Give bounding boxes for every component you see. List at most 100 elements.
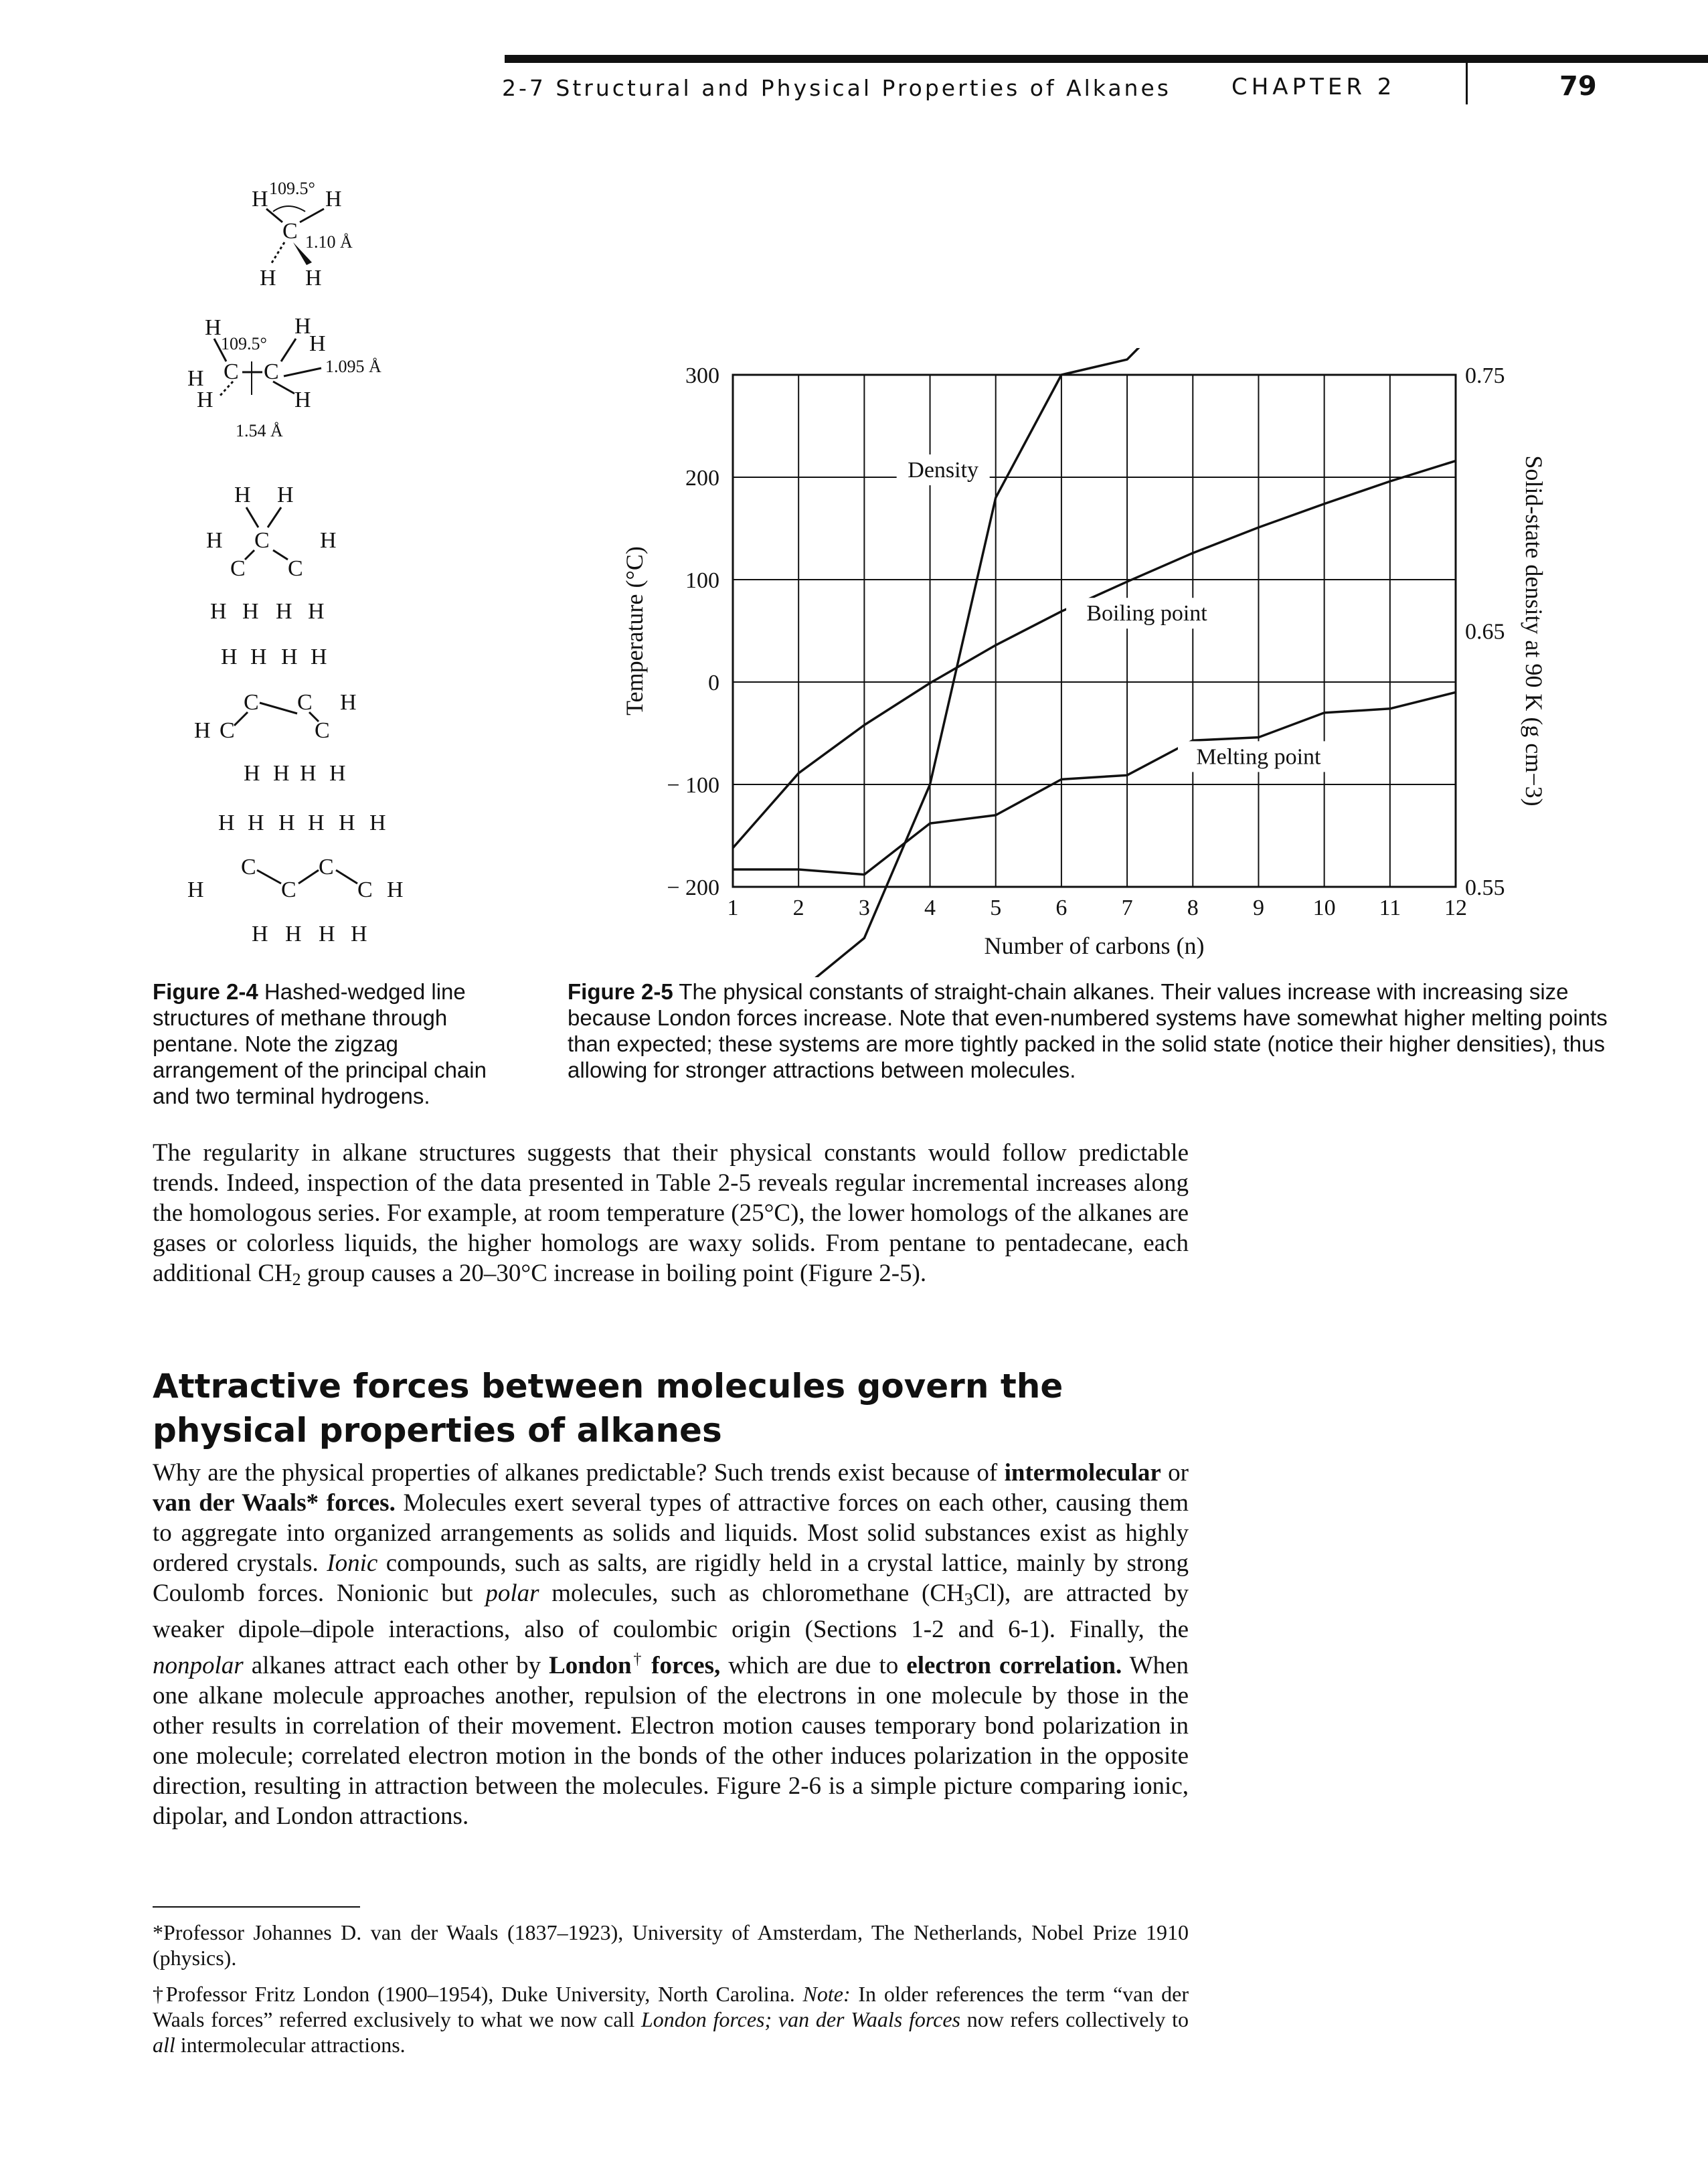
x-tick-label: 3 [859,896,870,920]
svg-text:H: H [329,761,346,786]
svg-text:H: H [187,366,204,391]
atom-label: H [260,266,276,290]
y-tick-label: − 200 [667,875,719,900]
svg-text:H: H [244,761,260,786]
series-label-background [1177,741,1339,772]
bold-term: electron correlation. [906,1652,1122,1679]
svg-text:H: H [250,645,267,669]
svg-text:C: C [297,690,313,715]
y2-tick-label: 0.65 [1465,620,1505,645]
bond-length-label: 1.10 Å [305,232,353,252]
svg-text:C: C [230,556,246,581]
y-tick-label: 200 [685,466,719,491]
svg-text:H: H [210,599,227,624]
y-tick-label: 0 [708,671,719,695]
bold-term: intermolecular [1004,1459,1161,1487]
text-run: group causes a 20–30°C increase in boili… [301,1260,927,1287]
running-header-chapter: CHAPTER 2 [1231,74,1396,100]
svg-text:C: C [244,690,259,715]
svg-text:H: H [218,811,235,835]
text-run: †Professor Fritz London (1900–1954), Duk… [153,1982,803,2006]
atom-label: H [305,266,322,290]
svg-text:H: H [206,528,223,553]
x-tick-label: 5 [990,896,1001,920]
svg-text:H: H [339,811,355,835]
text-run: In older references the term “van der Wa… [153,1982,1189,2031]
atom-label: H [325,187,342,212]
butane-structure: H H H H C C H H C C H H H H [194,645,357,786]
header-divider [1466,63,1468,104]
body-paragraph: Why are the physical properties of alkan… [153,1458,1189,1831]
y-tick-label: − 100 [667,773,719,798]
x-tick-label: 12 [1444,896,1467,920]
series-label: Density [908,458,978,483]
footnote-rule [153,1906,360,1908]
svg-text:H: H [187,877,204,902]
svg-text:C: C [288,556,303,581]
series-line-melting-point [733,691,1456,876]
figure-2-5-caption: Figure 2-5 The physical constants of str… [568,979,1612,1083]
svg-text:H: H [340,690,357,715]
x-tick-label: 2 [793,896,804,920]
svg-text:H: H [197,388,214,412]
svg-text:H: H [285,922,302,946]
svg-text:H: H [221,645,238,669]
svg-text:H: H [276,599,292,624]
section-heading: Attractive forces between molecules gove… [153,1367,1063,1450]
y2-tick-label: 0.75 [1465,363,1505,388]
figure-2-4-structures: H 109.5° H C 1.10 Å H H H 109.5° H H C C… [187,181,404,946]
series-line-boiling-point [732,459,1456,849]
figure-2-4-caption: Figure 2-4 Hashed-wedged line structures… [153,979,514,1109]
svg-text:H: H [205,315,222,340]
italic-term: polar [485,1580,539,1607]
svg-text:H: H [294,388,311,412]
svg-text:H: H [311,645,327,669]
angle-label: 109.5° [269,181,315,198]
y2-tick-label: 0.55 [1465,875,1505,900]
figure-label: Figure 2-4 [153,979,258,1004]
svg-text:H: H [273,761,290,786]
x-axis-title: Number of carbons (n) [985,932,1205,959]
x-tick-label: 11 [1379,896,1401,920]
svg-text:H: H [234,483,251,507]
text-run: Why are the physical properties of alkan… [153,1459,1005,1487]
bold-term: forces, [643,1652,721,1679]
svg-text:H: H [300,761,317,786]
x-tick-label: 8 [1187,896,1199,920]
running-header-title: 2-7 Structural and Physical Properties o… [502,75,1171,101]
x-tick-label: 4 [924,896,936,920]
chart-grid [733,375,1456,887]
x-tick-label: 1 [728,896,739,920]
footnote: *Professor Johannes D. van der Waals (18… [153,1920,1189,1970]
bold-term: London [549,1652,632,1679]
header-rule [505,55,1708,63]
series-label: Boiling point [1086,601,1207,626]
text-run: When one alkane molecule approaches anot… [153,1652,1189,1830]
svg-text:C: C [281,877,296,902]
svg-text:C: C [220,718,235,743]
svg-text:H: H [194,718,211,743]
svg-text:C: C [264,359,279,384]
y-tick-label: 300 [685,363,719,388]
propane-structure: H H C H H C C H H H H [206,483,337,624]
svg-text:H: H [242,599,259,624]
svg-text:H: H [277,483,294,507]
svg-text:109.5°: 109.5° [221,334,267,353]
svg-text:1.54 Å: 1.54 Å [236,421,283,440]
svg-text:H: H [319,922,335,946]
page-number: 79 [1559,71,1597,102]
series-line-density [815,348,1140,977]
italic-term: Note: [802,1982,851,2006]
methane-structure: H 109.5° H C 1.10 Å H H [252,181,353,290]
svg-text:C: C [315,718,330,743]
text-run: The regularity in alkane structures sugg… [153,1139,1189,1287]
svg-text:H: H [309,331,326,356]
text-run: now refers collectively to [960,2007,1189,2031]
text-run: molecules, such as chloromethane (CH [539,1580,964,1607]
x-tick-label: 10 [1313,896,1336,920]
series-label-background [896,454,990,485]
svg-text:C: C [254,528,270,553]
plot-frame [732,373,1457,888]
